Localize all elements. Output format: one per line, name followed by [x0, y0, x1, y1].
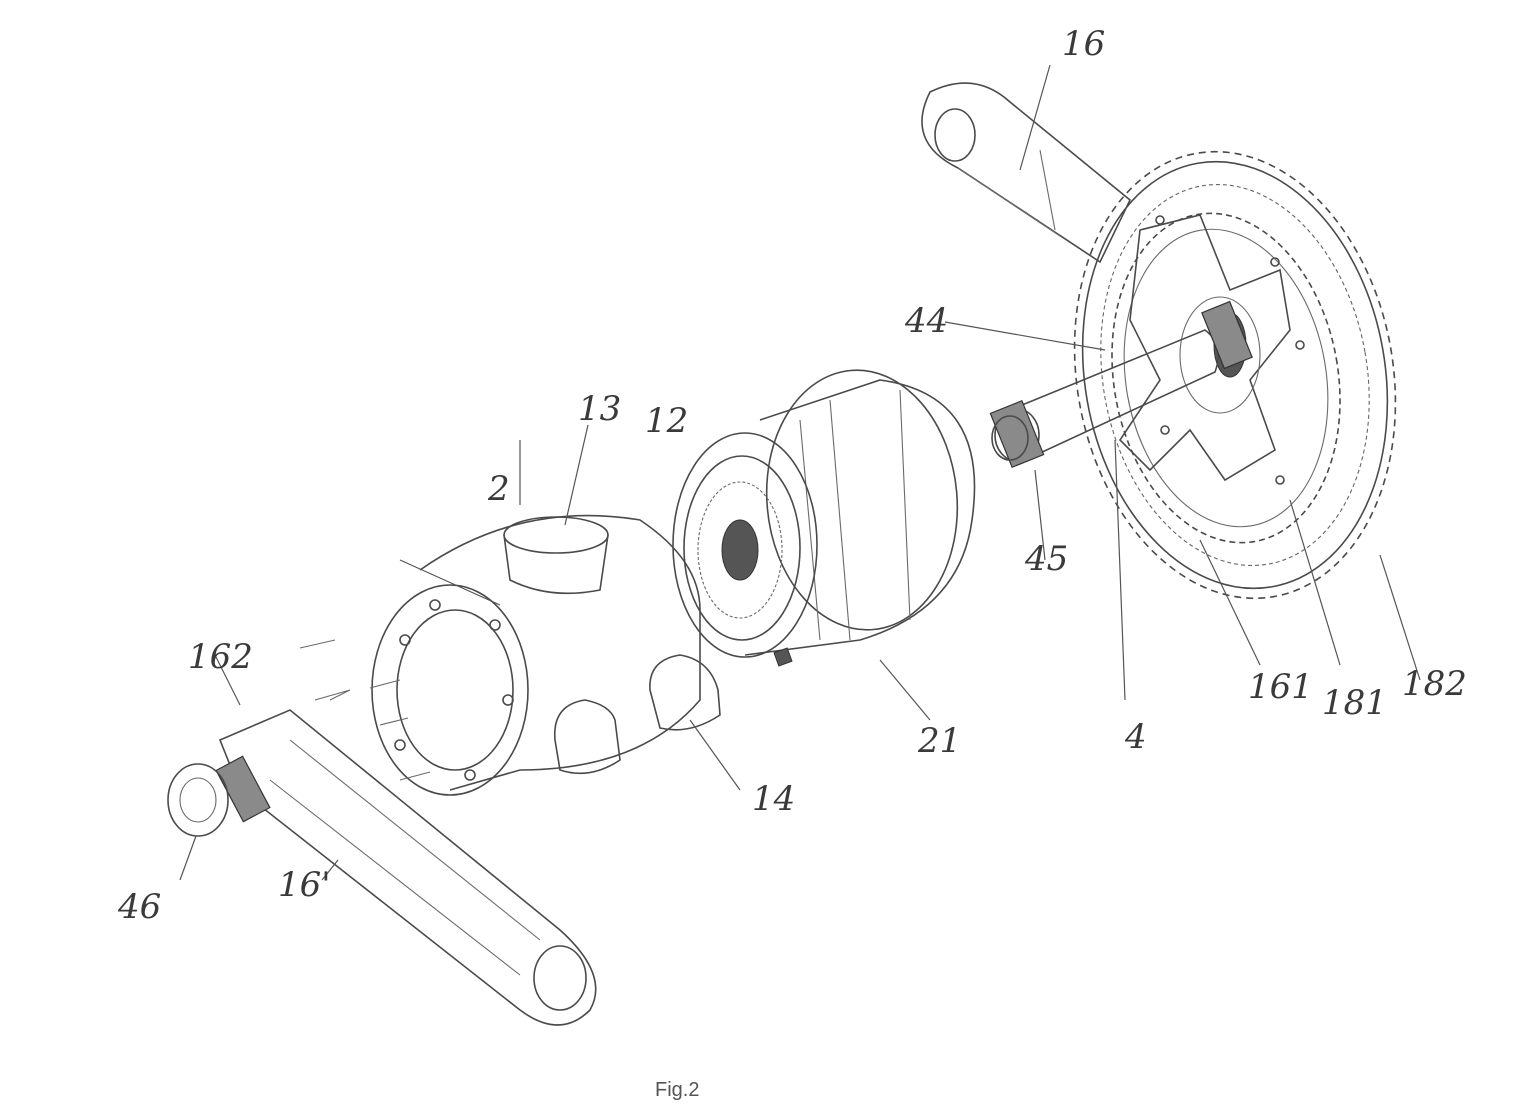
chainring — [1073, 150, 1397, 600]
label-12: 12 — [645, 401, 688, 441]
label-2: 2 — [487, 469, 510, 509]
label-21: 21 — [917, 721, 961, 761]
reference-labels: 16 44 45 4 13 12 2 162 14 21 161 181 182… — [117, 24, 1467, 927]
spider — [1118, 214, 1305, 485]
housing — [369, 514, 701, 796]
leader-lines — [179, 64, 1421, 881]
right-crank-arm — [921, 82, 1131, 264]
label-162: 162 — [188, 637, 253, 677]
label-16: 16 — [1062, 24, 1105, 64]
label-181: 181 — [1322, 683, 1387, 723]
label-161: 161 — [1248, 667, 1313, 707]
spindle — [989, 300, 1253, 469]
label-182: 182 — [1402, 664, 1467, 704]
tubes — [503, 516, 721, 775]
label-14: 14 — [752, 779, 795, 819]
left-crank-arm — [167, 639, 597, 1026]
label-45: 45 — [1024, 539, 1068, 579]
label-44: 44 — [904, 301, 948, 341]
label-13: 13 — [578, 389, 621, 429]
label-4: 4 — [1124, 717, 1147, 757]
label-16-prime: 16' — [278, 865, 331, 905]
label-46: 46 — [117, 887, 161, 927]
figure-caption: Fig.2 — [655, 1079, 699, 1101]
motor-unit — [672, 369, 976, 667]
